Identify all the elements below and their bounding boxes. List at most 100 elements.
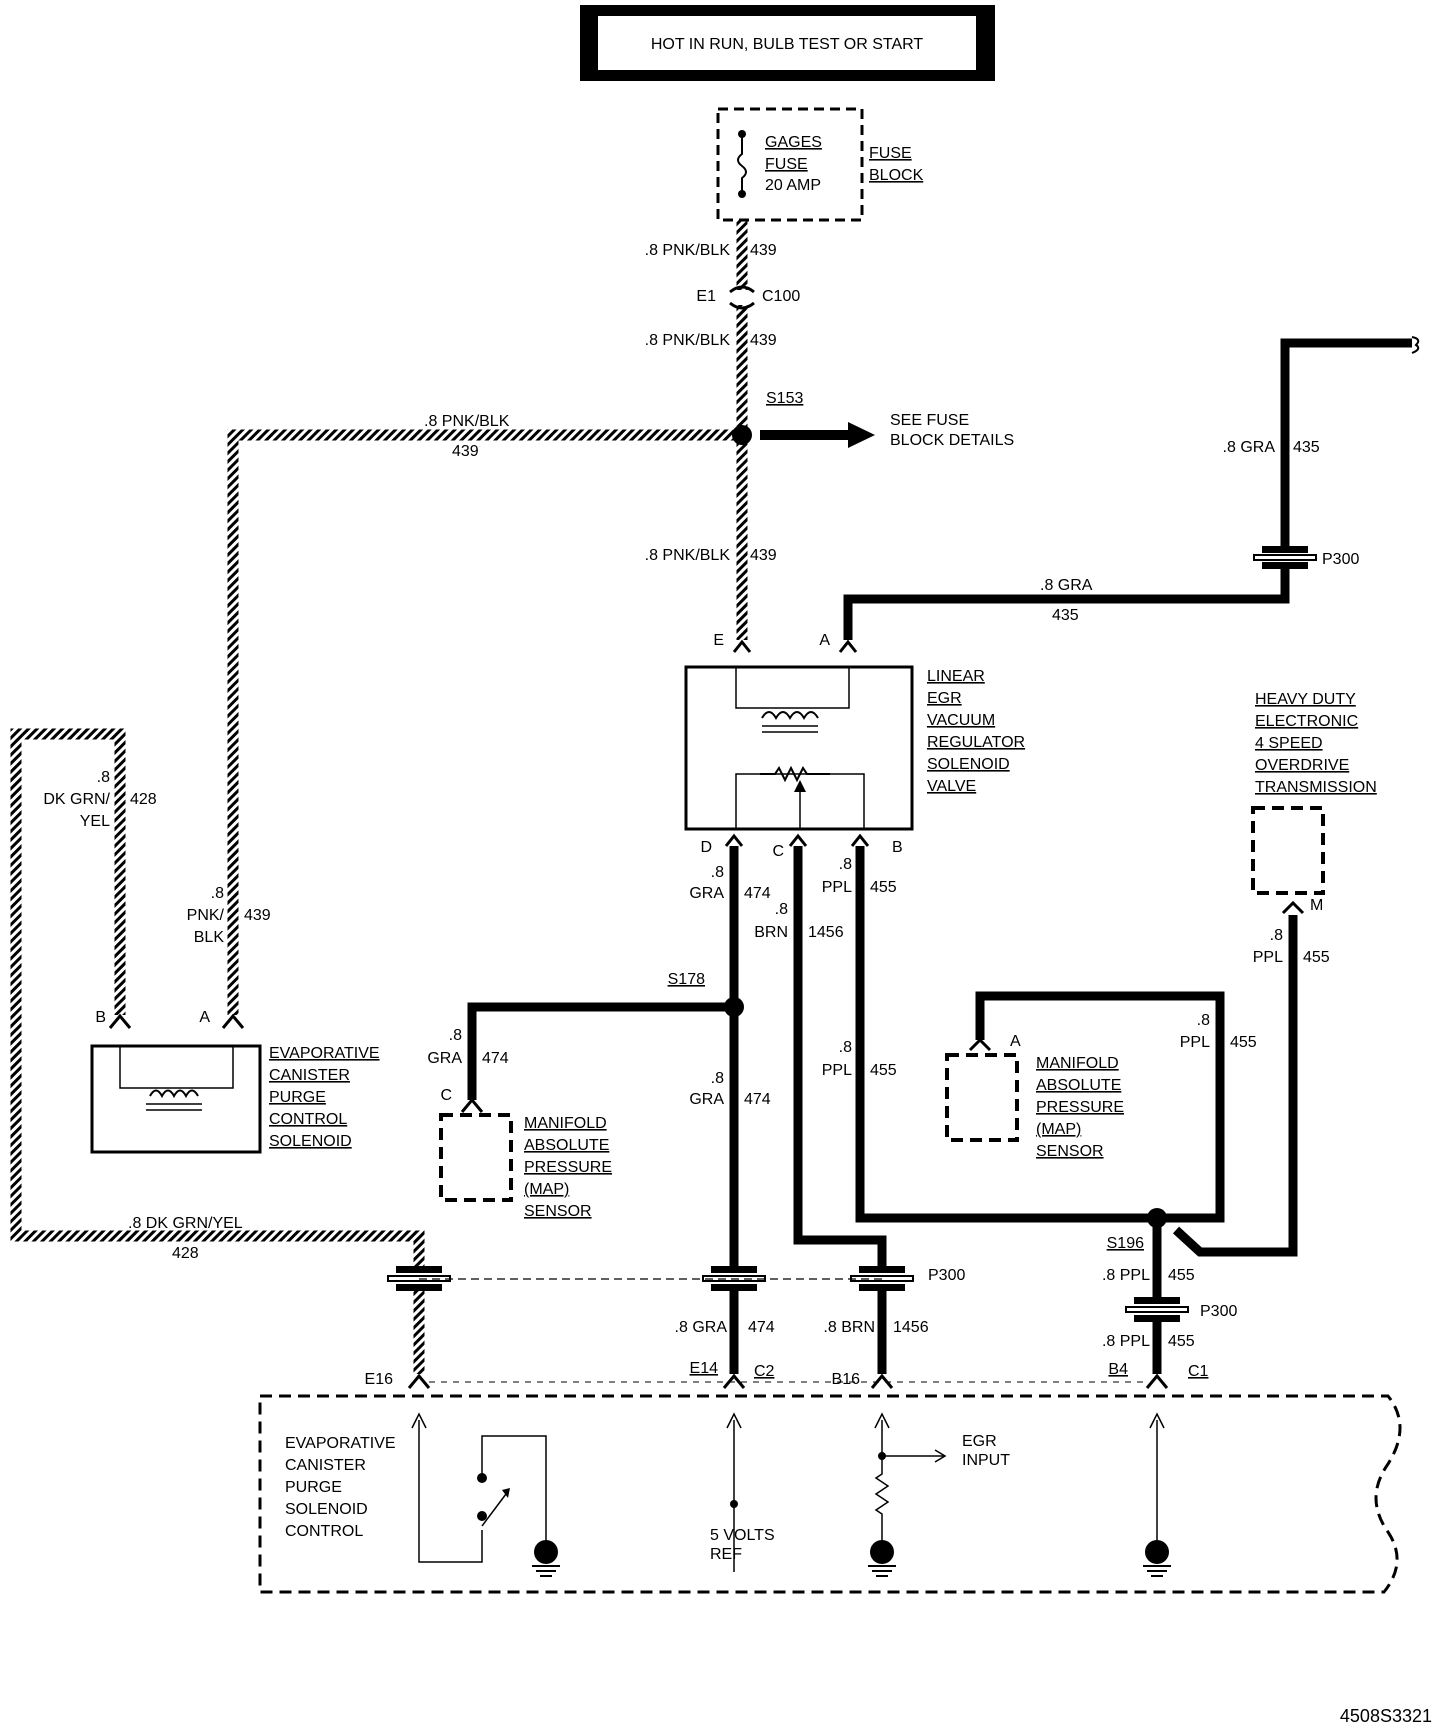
figure-id: 4508S3321 bbox=[1340, 1706, 1432, 1726]
wire-label-439-3: 439 bbox=[452, 443, 479, 460]
fuse-block-label-2: BLOCK bbox=[869, 167, 924, 184]
wire-label-pnkblk-size: .8 bbox=[211, 885, 224, 902]
map-right-name-3: PRESSURE bbox=[1036, 1099, 1124, 1116]
evap-name-3: PURGE bbox=[269, 1089, 326, 1106]
pcm-egr-junction bbox=[878, 1452, 886, 1460]
pcm-volts-label-2: REF bbox=[710, 1546, 742, 1563]
wire-label-455-5: 455 bbox=[1168, 1267, 1195, 1284]
pcm-evap-label-3: PURGE bbox=[285, 1479, 342, 1496]
wire-label-brn-2: .8 BRN bbox=[823, 1319, 875, 1336]
map-sensor-right bbox=[945, 1053, 1019, 1142]
wire-label-pnkblk-1: .8 PNK/BLK bbox=[645, 242, 731, 259]
egr-name-5: SOLENOID bbox=[927, 756, 1010, 773]
wire-label-455-2: 455 bbox=[870, 1062, 897, 1079]
egr-pin-terminals bbox=[724, 639, 870, 847]
evap-name-4: CONTROL bbox=[269, 1111, 347, 1128]
wire-label-pnkblk-3: .8 PNK/BLK bbox=[424, 413, 510, 430]
wire-label-439-4: 439 bbox=[750, 547, 777, 564]
map-left-name-2: ABSOLUTE bbox=[524, 1137, 609, 1154]
wire-label-ppl-color-2: PPL bbox=[822, 1062, 852, 1079]
ground-icon-1 bbox=[532, 1540, 560, 1577]
egr-name-1: LINEAR bbox=[927, 668, 985, 685]
egr-name-4: REGULATOR bbox=[927, 734, 1025, 751]
connector-p300-top bbox=[1253, 546, 1317, 569]
wire-label-428-1: 428 bbox=[130, 791, 157, 808]
wire-label-1456-1: 1456 bbox=[808, 924, 844, 941]
pcm-evap-label-2: CANISTER bbox=[285, 1457, 366, 1474]
see-fuse-line-1: SEE FUSE bbox=[890, 412, 969, 429]
wire-ppl-455 bbox=[855, 846, 1298, 1374]
pcm-evap-label-5: CONTROL bbox=[285, 1523, 363, 1540]
wire-label-brn-color: BRN bbox=[754, 924, 788, 941]
wire-label-gra-2: .8 GRA bbox=[1040, 577, 1093, 594]
wire-label-brn-size: .8 bbox=[775, 901, 788, 918]
map-right-name-5: SENSOR bbox=[1036, 1143, 1104, 1160]
s178-label: S178 bbox=[668, 971, 705, 988]
egr-pin-d: D bbox=[700, 839, 712, 856]
egr-pin-a: A bbox=[819, 632, 830, 649]
wire-label-gra-size-3: .8 bbox=[449, 1027, 462, 1044]
trans-name-5: TRANSMISSION bbox=[1255, 779, 1377, 796]
map-left-pin-c bbox=[460, 1097, 484, 1113]
pcm-evap-label-4: SOLENOID bbox=[285, 1501, 368, 1518]
map-right-name-1: MANIFOLD bbox=[1036, 1055, 1119, 1072]
wire-label-474-4: 474 bbox=[748, 1319, 775, 1336]
see-fuse-arrow-icon bbox=[760, 422, 875, 448]
map-left-name-4: (MAP) bbox=[524, 1181, 569, 1198]
wire-label-gra-size-2: .8 bbox=[711, 1070, 724, 1087]
wire-label-474-1: 474 bbox=[744, 885, 771, 902]
map-left-pin-c-label: C bbox=[440, 1087, 452, 1104]
trans-name-2: ELECTRONIC bbox=[1255, 713, 1358, 730]
wire-label-gra-size-1: .8 bbox=[711, 864, 724, 881]
wire-label-pnkblk-4: .8 PNK/BLK bbox=[645, 547, 731, 564]
wire-label-gra-color-2: GRA bbox=[689, 1091, 724, 1108]
splice-s153 bbox=[732, 425, 752, 445]
wire-label-435-1: 435 bbox=[1293, 439, 1320, 456]
connector-c100: C100 E1 bbox=[696, 285, 800, 310]
trans-pin-m bbox=[1281, 900, 1305, 915]
wire-end-icon bbox=[1411, 336, 1420, 354]
pcm-module bbox=[258, 1394, 1402, 1594]
p300-label-top: P300 bbox=[1322, 551, 1359, 568]
egr-coil-icon bbox=[761, 711, 819, 720]
pcm-pin-c1: C1 bbox=[1188, 1363, 1209, 1380]
power-source-box: HOT IN RUN, BULB TEST OR START bbox=[580, 5, 995, 81]
egr-pin-c: C bbox=[772, 843, 784, 860]
wire-label-1456-2: 1456 bbox=[893, 1319, 929, 1336]
wire-label-ppl-color-3: PPL bbox=[1180, 1034, 1210, 1051]
evap-pin-b-label: B bbox=[95, 1009, 106, 1026]
wire-label-ppl-5: .8 PPL bbox=[1102, 1267, 1150, 1284]
map-right-pin-a-label: A bbox=[1010, 1033, 1021, 1050]
wire-label-dkgrn-2: .8 DK GRN/YEL bbox=[128, 1215, 243, 1232]
evap-name-1: EVAPORATIVE bbox=[269, 1045, 380, 1062]
pcm-switch-arrow-icon bbox=[502, 1488, 510, 1498]
see-fuse-line-2: BLOCK DETAILS bbox=[890, 432, 1014, 449]
wire-label-439-1: 439 bbox=[750, 242, 777, 259]
trans-pin-m-label: M bbox=[1310, 897, 1323, 914]
wire-label-435-2: 435 bbox=[1052, 607, 1079, 624]
wire-label-gra-color-3: GRA bbox=[427, 1050, 462, 1067]
pcm-pin-e16: E16 bbox=[365, 1371, 394, 1388]
wire-dkgrn-yel bbox=[10, 728, 425, 1374]
p300-label-row: P300 bbox=[928, 1267, 965, 1284]
wire-label-pnkblk-color2: BLK bbox=[194, 929, 225, 946]
wire-brn-1456 bbox=[793, 846, 887, 1374]
fuse-name-line-1: GAGES bbox=[765, 134, 822, 151]
wire-gra-474 bbox=[467, 846, 739, 1374]
s196-label: S196 bbox=[1107, 1235, 1144, 1252]
wire-label-gra-1: .8 GRA bbox=[1223, 439, 1276, 456]
fuse-name-line-2: FUSE bbox=[765, 156, 808, 173]
wire-label-ppl-size-2: .8 bbox=[839, 1039, 852, 1056]
wire-label-ppl-color-1: PPL bbox=[822, 879, 852, 896]
fuse-name-line-3: 20 AMP bbox=[765, 177, 821, 194]
map-left-name-1: MANIFOLD bbox=[524, 1115, 607, 1132]
pcm-pin-b4: B4 bbox=[1108, 1361, 1128, 1378]
wire-label-474-2: 474 bbox=[744, 1091, 771, 1108]
egr-name-2: EGR bbox=[927, 690, 962, 707]
wire-label-gra-4: .8 GRA bbox=[675, 1319, 728, 1336]
map-right-name-4: (MAP) bbox=[1036, 1121, 1081, 1138]
wire-label-455-3: 455 bbox=[1230, 1034, 1257, 1051]
map-right-name-2: ABSOLUTE bbox=[1036, 1077, 1121, 1094]
transmission-box bbox=[1251, 806, 1325, 895]
